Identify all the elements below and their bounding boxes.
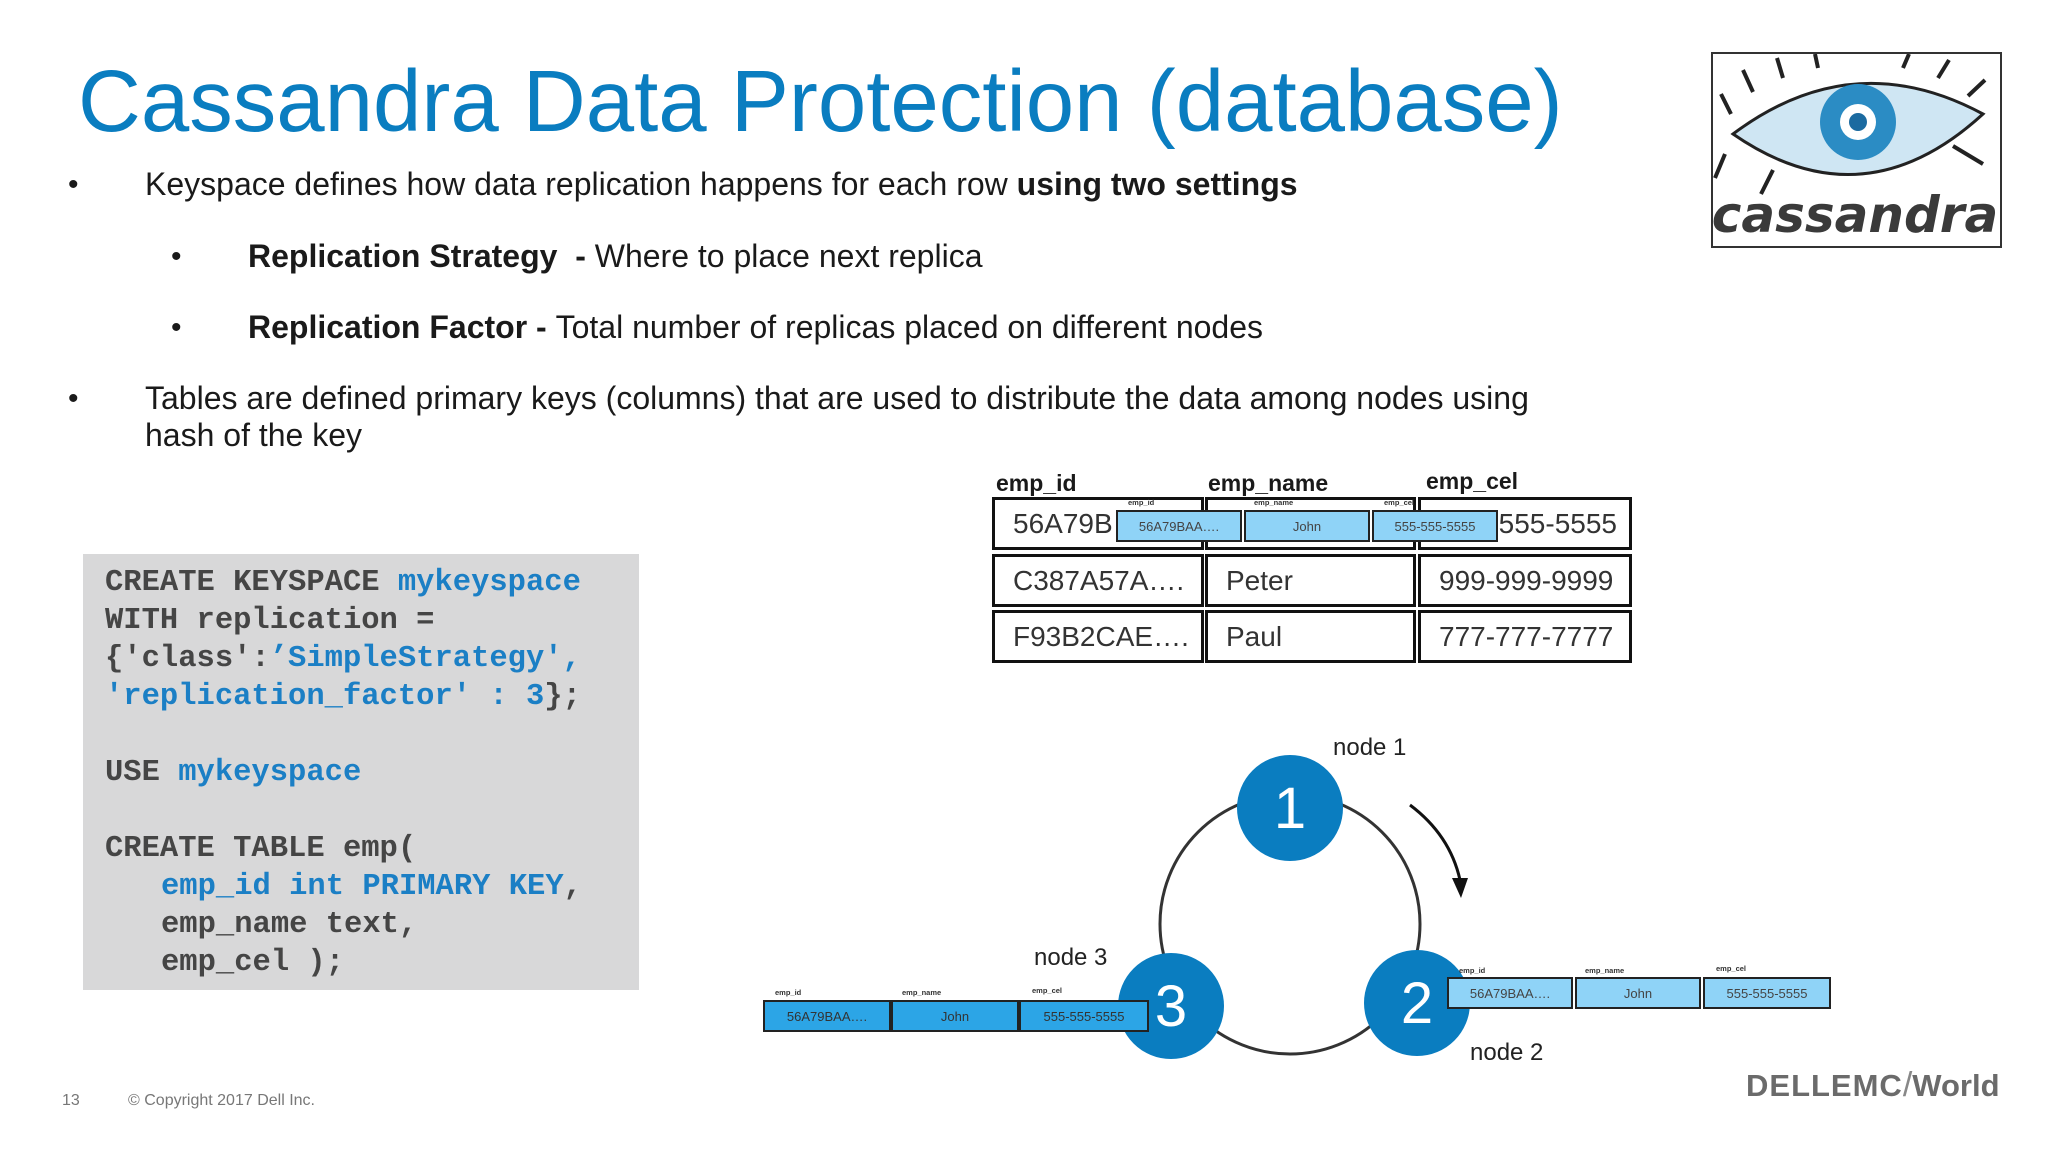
bullet-tables-line2: hash of the key — [145, 417, 363, 453]
replica-header: emp_id — [1128, 498, 1155, 507]
cassandra-wordmark: cassandra — [1713, 186, 1998, 244]
table-cell: 777-777-7777 — [1418, 610, 1632, 663]
replica-cell: 555-555-5555 — [1019, 1000, 1149, 1032]
replication-strategy-label: Replication Strategy - — [248, 238, 595, 274]
code-line: CREATE TABLE emp( — [105, 832, 417, 866]
replication-strategy-text: Where to place next replica — [594, 238, 983, 274]
copyright: © Copyright 2017 Dell Inc. — [128, 1092, 315, 1109]
code-keyword: CREATE KEYSPACE — [105, 566, 398, 600]
table-cell: Paul — [1205, 610, 1416, 663]
cassandra-eye-icon: cassandra — [1712, 53, 1998, 244]
code-line: WITH replication = — [105, 604, 435, 638]
page-title: Cassandra Data Protection (database) — [78, 53, 1563, 150]
table-cell: F93B2CAE…. — [992, 610, 1204, 663]
table-cell: Peter — [1205, 554, 1416, 607]
bullet-tables-line1: Tables are defined primary keys (columns… — [145, 380, 1529, 416]
bullet-replication-factor: Replication Factor - Total number of rep… — [248, 309, 1263, 346]
replica-header: emp_cel — [1716, 964, 1747, 973]
bullet-keyspace-bold: using two settings — [1016, 166, 1298, 202]
replica-cell: John — [1244, 510, 1370, 542]
replica-header: emp_id — [1459, 966, 1486, 975]
code-text: {'class': — [105, 642, 270, 676]
cql-code-block: CREATE KEYSPACE mykeyspace WITH replicat… — [83, 554, 639, 990]
replica-cell: 56A79BAA…. — [1447, 977, 1573, 1009]
node-1-label: node 1 — [1333, 734, 1407, 761]
table-header-emp-cel: emp_cel — [1426, 468, 1519, 494]
rotation-arrow-icon — [1409, 803, 1462, 881]
code-primary-key: emp_id int PRIMARY KEY — [161, 870, 564, 904]
replication-factor-label: Replication Factor - — [248, 309, 556, 345]
replica-header: emp_name — [1254, 498, 1294, 507]
replica-cell: John — [891, 1000, 1019, 1032]
node-2-label: node 2 — [1470, 1039, 1544, 1066]
replica-header: emp_cel — [1384, 498, 1415, 507]
table-cell: C387A57A…. — [992, 554, 1204, 607]
replica-cell: John — [1575, 977, 1701, 1009]
node-3-label: node 3 — [1034, 944, 1108, 971]
bullet-marker: • — [68, 168, 79, 201]
code-keyword: USE — [105, 756, 179, 790]
world-wordmark: World — [1912, 1068, 2000, 1103]
replica-header: emp_cel — [1032, 986, 1063, 995]
arrow-head-icon — [1452, 878, 1468, 898]
bullet-marker: • — [171, 311, 182, 344]
replica-header: emp_name — [1585, 966, 1625, 975]
code-text: , — [563, 870, 582, 904]
replica-header: emp_id — [775, 988, 802, 997]
replica-cell: 56A79BAA…. — [1116, 510, 1242, 542]
bullet-marker: • — [171, 240, 182, 273]
table-cell: 999-999-9999 — [1418, 554, 1632, 607]
bullet-keyspace-text: Keyspace defines how data replication ha… — [145, 166, 1017, 202]
dell-emc-wordmark: DELLEMC — [1746, 1068, 1903, 1103]
code-line: emp_name text, — [161, 908, 418, 942]
node-2: 2 — [1364, 950, 1470, 1056]
code-keyspace-name: mykeyspace — [178, 756, 362, 790]
cassandra-logo: cassandra — [1711, 52, 2002, 248]
replica-cell: 56A79BAA…. — [763, 1000, 891, 1032]
replication-factor-text: Total number of replicas placed on diffe… — [555, 309, 1263, 345]
page-number: 13 — [62, 1092, 80, 1109]
code-text: }; — [544, 680, 581, 714]
table-header-emp-name: emp_name — [1208, 470, 1329, 496]
replica-header: emp_name — [902, 988, 942, 997]
table-header-emp-id: emp_id — [996, 470, 1077, 496]
dell-emc-world-logo: DELLEMC/World — [1746, 1066, 2000, 1104]
bullet-marker: • — [68, 382, 79, 415]
replica-cell: 555-555-5555 — [1372, 510, 1498, 542]
code-replication-factor: 'replication_factor' : 3 — [105, 680, 545, 714]
node-1: 1 — [1237, 755, 1343, 861]
bullet-replication-strategy: Replication Strategy - Where to place ne… — [248, 238, 982, 275]
code-keyspace-name: mykeyspace — [397, 566, 581, 600]
bullet-keyspace: Keyspace defines how data replication ha… — [145, 166, 1298, 203]
code-strategy: ’SimpleStrategy', — [269, 642, 581, 676]
code-line: emp_cel ); — [161, 946, 345, 980]
replica-cell: 555-555-5555 — [1703, 977, 1831, 1009]
